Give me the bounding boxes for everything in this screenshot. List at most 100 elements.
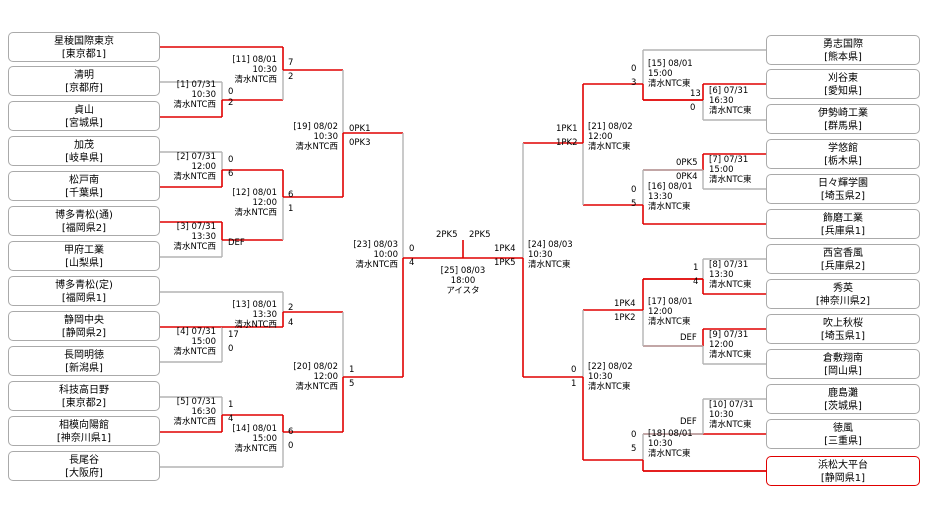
- match-number: [2] 07/31: [176, 152, 216, 162]
- team-left-7: 甲府工業 [山梨県]: [8, 241, 160, 271]
- match-venue: 清水NTC西: [295, 382, 339, 392]
- score: 0: [690, 103, 696, 113]
- team-name: 星稜国際東京: [54, 36, 114, 47]
- match-number: [9] 07/31: [709, 330, 749, 340]
- match-number: [5] 07/31: [176, 397, 216, 407]
- match-time: 16:30: [191, 407, 217, 417]
- match-venue: 清水NTC東: [648, 202, 691, 212]
- team-right-6: 飾磨工業 [兵庫県1]: [766, 209, 920, 239]
- score: 0: [288, 441, 294, 451]
- match-venue: 清水NTC西: [173, 347, 217, 357]
- match-time: 12:00: [648, 307, 673, 317]
- score: 6: [288, 190, 294, 200]
- team-name: 加茂: [74, 140, 94, 151]
- match-number: [13] 08/01: [232, 300, 277, 310]
- match-number: [25] 08/03: [440, 266, 486, 276]
- team-pref: [山梨県]: [65, 258, 103, 269]
- match-time: 12:00: [588, 132, 613, 142]
- match-venue: 清水NTC西: [234, 320, 278, 330]
- match-time: 12:00: [313, 372, 339, 382]
- match-time: 10:30: [528, 250, 553, 260]
- match-time: 18:00: [450, 276, 476, 286]
- team-name: 徳風: [833, 423, 853, 434]
- score: 0: [631, 430, 637, 440]
- team-right-10: 倉敷翔南[岡山県]: [766, 349, 920, 379]
- match-number: [20] 08/02: [293, 362, 338, 372]
- score: 1PK5: [494, 258, 516, 268]
- match-venue: 清水NTC東: [648, 79, 691, 89]
- score: 0: [631, 185, 637, 195]
- match-time: 12:00: [709, 340, 734, 350]
- match-venue: アイスタ: [446, 286, 480, 296]
- team-name: 博多青松(通): [55, 210, 113, 221]
- match-number: [17] 08/01: [648, 297, 693, 307]
- match-number: [22] 08/02: [588, 362, 633, 372]
- match-number: [8] 07/31: [709, 260, 749, 270]
- match-time: 12:00: [252, 198, 278, 208]
- team-left-2: 清明[京都府]: [8, 66, 160, 96]
- match-time: 10:30: [709, 410, 734, 420]
- match-time: 13:30: [648, 192, 673, 202]
- team-name: 鹿島灘: [828, 388, 858, 399]
- team-name: 長尾谷: [69, 455, 99, 466]
- score: 0PK1: [349, 124, 371, 134]
- team-pref: [岐阜県]: [65, 153, 103, 164]
- match-number: [19] 08/02: [293, 122, 338, 132]
- team-left-9: 静岡中央[静岡県2]: [8, 311, 160, 341]
- team-right-4: 学悠館 [栃木県]: [766, 139, 920, 169]
- score: 3: [631, 78, 637, 88]
- team-pref: [福岡県1]: [61, 293, 107, 304]
- team-right-9: 吹上秋桜[埼玉県1]: [766, 314, 920, 344]
- match-time: 13:30: [191, 232, 217, 242]
- match-time: 10:30: [648, 439, 673, 449]
- match-number: [16] 08/01: [648, 182, 693, 192]
- team-name: 秀英: [833, 283, 853, 294]
- match-number: [1] 07/31: [176, 80, 216, 90]
- team-pref: [大阪府]: [65, 468, 103, 479]
- team-pref: [静岡県2]: [61, 328, 107, 339]
- score: 0: [228, 87, 234, 97]
- score: 6: [228, 169, 234, 179]
- team-pref: [宮城県]: [65, 118, 103, 129]
- team-pref: [栃木県]: [824, 156, 862, 167]
- team-name: 貞山: [74, 105, 94, 116]
- match-venue: 清水NTC西: [234, 75, 278, 85]
- score: 5: [349, 379, 355, 389]
- team-name: 甲府工業: [64, 245, 104, 256]
- score: 0: [409, 244, 415, 254]
- team-left-10: 長岡明徳[新潟県]: [8, 346, 160, 376]
- match-number: [10] 07/31: [709, 400, 754, 410]
- score: 2PK5: [436, 230, 458, 240]
- match-venue: 清水NTC西: [234, 208, 278, 218]
- team-right-12: 徳風[三重県]: [766, 419, 920, 449]
- match-venue: 清水NTC東: [648, 449, 691, 459]
- score: 2: [288, 72, 294, 82]
- team-pref: [兵庫県1]: [820, 226, 866, 237]
- team-pref: [神奈川県2]: [815, 296, 871, 307]
- team-pref: [群馬県]: [824, 121, 862, 132]
- team-name: 学悠館: [828, 143, 858, 154]
- match-venue: 清水NTC東: [709, 106, 752, 116]
- match-time: 15:00: [252, 434, 278, 444]
- score: 0: [571, 365, 577, 375]
- match-number: [15] 08/01: [648, 59, 693, 69]
- team-right-2: 刈谷東[愛知県]: [766, 69, 920, 99]
- match-time: 10:30: [588, 372, 613, 382]
- team-name: 飾磨工業: [823, 213, 863, 224]
- match-time: 10:00: [373, 250, 399, 260]
- team-pref: [茨城県]: [824, 401, 862, 412]
